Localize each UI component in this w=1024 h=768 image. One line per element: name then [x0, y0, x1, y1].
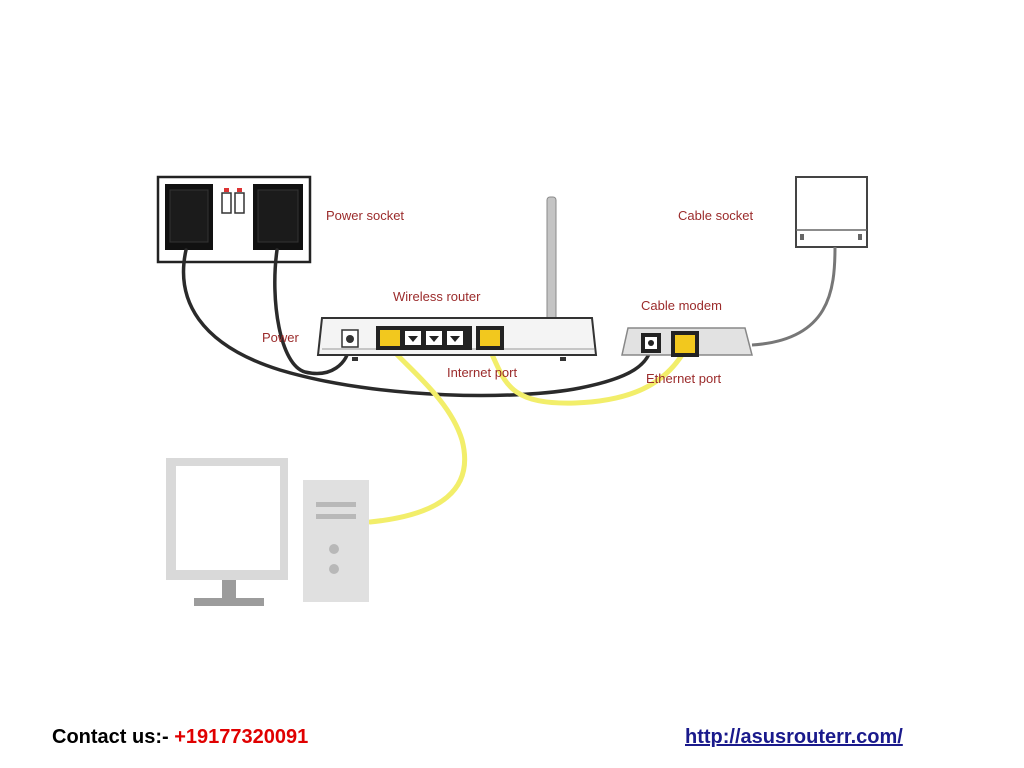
cable-socket: [795, 176, 868, 248]
contact-phone: +19177320091: [174, 726, 309, 748]
computer-tower: [303, 480, 369, 602]
power-socket: [156, 175, 312, 264]
computer-monitor: [166, 458, 288, 606]
label-wireless-router: Wireless router: [393, 289, 481, 304]
label-ethernet-port: Ethernet port: [646, 371, 722, 386]
website-link[interactable]: http://asusrouterr.com/: [685, 726, 903, 748]
label-cable-socket: Cable socket: [678, 208, 754, 223]
wireless-router: [316, 317, 598, 361]
label-internet-port: Internet port: [447, 365, 517, 380]
coax-cable: [751, 246, 837, 347]
label-cable-modem: Cable modem: [641, 298, 722, 313]
cable-modem: [621, 327, 753, 357]
label-power: Power: [262, 330, 300, 345]
contact-info: Contact us:- +19177320091: [52, 726, 308, 749]
power-cables: [181, 248, 654, 398]
contact-label: Contact us:-: [52, 726, 169, 748]
label-power-socket: Power socket: [326, 208, 404, 223]
ethernet-cables: [367, 342, 688, 525]
